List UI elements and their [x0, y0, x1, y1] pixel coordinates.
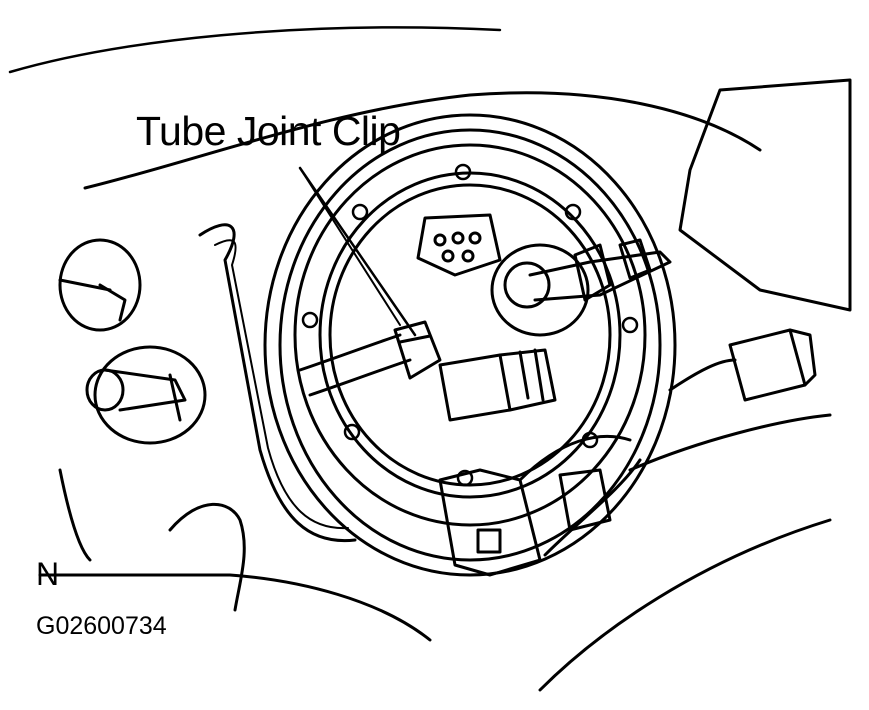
lower-body-line [40, 575, 430, 640]
north-marker: N [36, 556, 60, 592]
harness-connector-right [670, 330, 815, 400]
pump-connector [418, 215, 500, 275]
inner-ring [320, 173, 620, 497]
outer-ring [265, 115, 675, 575]
ring-bolts [303, 165, 637, 485]
harness-connector-bottom [440, 436, 640, 575]
tube-joint-clip [395, 322, 440, 378]
callout-leader-2 [300, 168, 400, 325]
right-panel [680, 80, 850, 310]
lower-right-curve-2 [540, 520, 830, 690]
retainer-ring [295, 145, 645, 525]
body-panel-outline [85, 93, 760, 188]
fuel-outlet-port [492, 245, 588, 335]
left-fuel-pipe [87, 347, 205, 443]
outer-ring-2 [280, 130, 660, 560]
vent-tube [200, 225, 355, 541]
sender-block [440, 350, 555, 420]
left-plug [60, 240, 140, 330]
callout-leader [300, 168, 415, 335]
lower-left-bracket [170, 504, 244, 610]
fuel-hose-right [530, 240, 670, 300]
figure-code: G02600734 [36, 612, 167, 640]
lower-right-curve [630, 415, 830, 470]
inner-ring-2 [330, 185, 610, 485]
fuel-tube-left [300, 335, 410, 395]
vent-tube-inner [215, 240, 348, 528]
body-panel-top-edge [10, 27, 500, 72]
lower-left-edge [60, 470, 90, 560]
tube-joint-clip-label: Tube Joint Clip [136, 108, 401, 154]
